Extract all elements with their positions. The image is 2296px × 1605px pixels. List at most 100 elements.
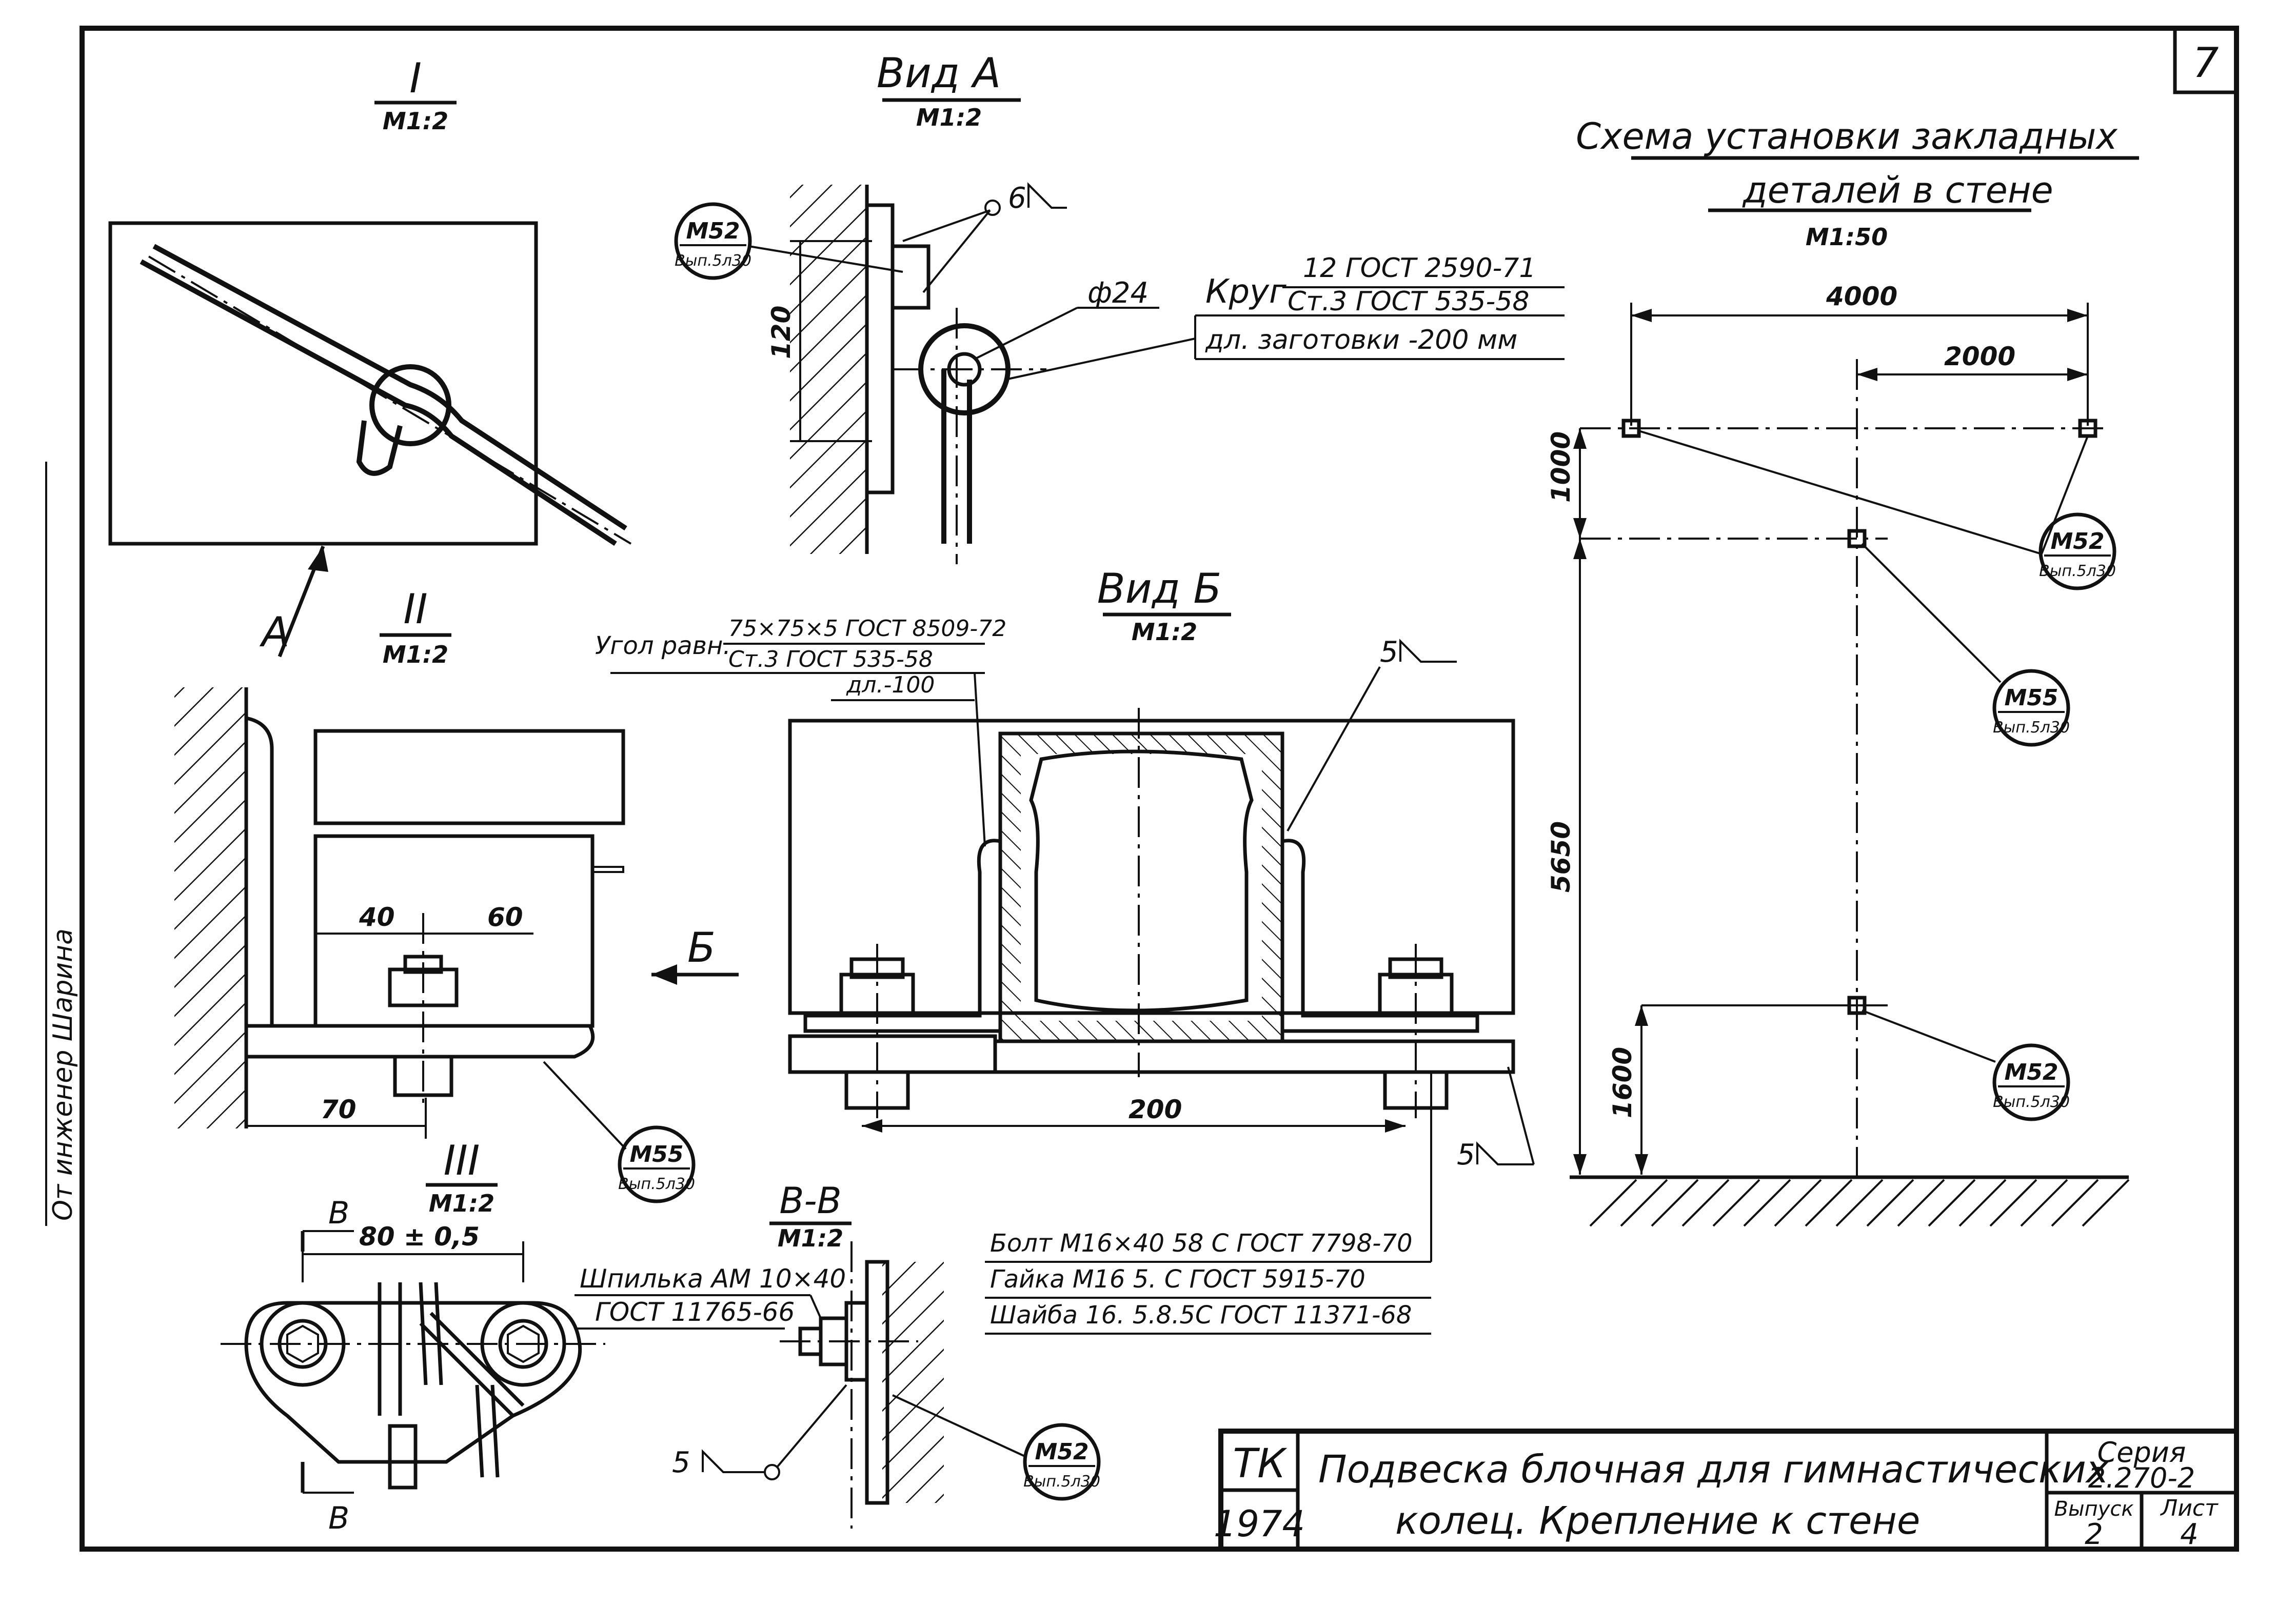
scheme-bubble-middle-ref: Вып.5л30 — [1993, 719, 2070, 737]
view-A-bubble-code: M52 — [686, 218, 740, 244]
scheme-bubble-top-ref: Вып.5л30 — [2039, 562, 2116, 580]
view-III-scale: M1:2 — [429, 1190, 494, 1217]
scheme-title-line2: деталей в стене — [1742, 169, 2053, 211]
view-II-bubble-ref: Вып.5л30 — [618, 1175, 695, 1193]
view-III: III M1:2 В В 80 ± 0,5 — [221, 1137, 605, 1536]
scheme-bubble-bottom-ref: Вып.5л30 — [1993, 1093, 2070, 1111]
scheme-bubble-bottom-code: M52 — [2004, 1059, 2058, 1085]
section-BB-weld: 5 — [672, 1446, 690, 1479]
scheme-dim-5650: 5650 — [1546, 821, 1576, 893]
view-A-blank-length: дл. заготовки -200 мм — [1205, 325, 1517, 355]
view-A-plate — [865, 203, 895, 494]
view-III-plate — [244, 1301, 582, 1464]
section-BB-stud-gost: ГОСТ 11765-66 — [595, 1297, 795, 1327]
section-BB-bubble-ref: Вып.5л30 — [1023, 1473, 1100, 1491]
view-B-angle-length: дл.-100 — [846, 672, 935, 698]
view-B-weld-top: 5 — [1380, 636, 1398, 669]
sheet-number: 7 — [2193, 39, 2219, 87]
view-II-dim-60: 60 — [487, 902, 523, 932]
scheme-point — [1621, 419, 1641, 438]
view-A-circle-spec-bottom: Ст.3 ГОСТ 535-58 — [1288, 286, 1529, 317]
sheet-number-box — [2173, 26, 2239, 94]
title-block: ТК 1974 Подвеска блочная для гимнастичес… — [1214, 1429, 2239, 1552]
view-II-wall-hatch — [174, 687, 246, 1128]
view-A-bubble — [674, 202, 752, 280]
view-II-title: II — [403, 585, 427, 633]
title-block-issue-value: 2 — [2085, 1518, 2103, 1551]
scheme-scale: M1:50 — [1806, 223, 1888, 251]
fastener-bolt: Болт М16×40 58 С ГОСТ 7798-70 — [990, 1229, 1413, 1258]
view-A-direction-label: A — [259, 608, 290, 656]
fastener-washer: Шайба 16. 5.8.5С ГОСТ 11371-68 — [990, 1301, 1412, 1330]
view-A: Вид А M1:2 120 M52 Вып.5л30 6 ф24 — [674, 49, 1565, 564]
sheet-frame: 7 От инженер Шарина — [45, 26, 2239, 1552]
view-I: I M1:2 A — [108, 54, 632, 658]
section-BB-stud-label: Шпилька АМ 10×40 — [580, 1264, 846, 1294]
view-A-wall-hatch — [790, 185, 867, 554]
section-BB-title: В-В — [779, 1180, 841, 1222]
scheme-bubble-middle-code: M55 — [2004, 685, 2058, 711]
view-III-title: III — [444, 1137, 480, 1184]
scheme-bubble-top-code: M52 — [2050, 528, 2104, 554]
view-A-title: Вид А — [877, 49, 1001, 97]
view-B-angle-label: Угол равн. — [595, 631, 731, 660]
section-BB-bubble-code: M52 — [1035, 1439, 1088, 1465]
title-block-series-value: 2.270-2 — [2088, 1462, 2195, 1494]
scheme-dim-4000: 4000 — [1826, 282, 1897, 311]
view-III-dim: 80 ± 0,5 — [359, 1222, 480, 1252]
scheme-bubble-middle — [1992, 669, 2070, 747]
view-II: II M1:2 40 60 70 Б M55 Вып.5л30 — [174, 585, 739, 1203]
title-block-title-line1: Подвеска блочная для гимнастических — [1318, 1448, 2109, 1492]
scheme-bubble-top — [2038, 512, 2116, 590]
view-A-scale: M1:2 — [916, 104, 982, 131]
view-II-bubble — [618, 1125, 696, 1203]
title-block-org: ТК — [1233, 1441, 1288, 1487]
scheme-point — [1847, 529, 1867, 548]
view-A-height-dim: 120 — [766, 306, 796, 359]
scheme-title-line1: Схема установки закладных — [1576, 115, 2117, 157]
view-II-scale: M1:2 — [383, 641, 448, 668]
view-B-channel — [1029, 749, 1254, 1013]
engineer-signature-note: От инженер Шарина — [48, 928, 78, 1221]
scheme-dim-1600: 1600 — [1608, 1047, 1637, 1118]
view-II-dim-40: 40 — [359, 902, 395, 932]
view-II-bubble-code: M55 — [629, 1141, 683, 1167]
section-BB-scale: M1:2 — [778, 1224, 843, 1252]
scheme-bubble-bottom — [1992, 1043, 2070, 1121]
title-block-issue-label: Выпуск — [2054, 1497, 2134, 1521]
title-block-year: 1974 — [1214, 1503, 1305, 1545]
section-BB: В-В M1:2 Шпилька АМ 10×40 ГОСТ 11765-66 … — [575, 1180, 1101, 1529]
scheme-point — [1847, 996, 1867, 1015]
view-B-angle-spec-bottom: Ст.3 ГОСТ 535-58 — [728, 646, 933, 672]
view-II-angle — [246, 1024, 595, 1059]
view-A-diameter: ф24 — [1087, 276, 1149, 310]
title-block-sheet-value: 4 — [2180, 1518, 2199, 1551]
view-B-scale: M1:2 — [1132, 618, 1197, 646]
view-I-title: I — [409, 54, 422, 102]
view-III-cut-top: В — [328, 1195, 349, 1231]
view-I-eye — [369, 364, 451, 446]
view-II-dim-70: 70 — [321, 1095, 357, 1124]
view-I-rod — [140, 259, 617, 546]
view-B-dim-200: 200 — [1129, 1095, 1182, 1124]
scheme-dim-2000: 2000 — [1944, 342, 2015, 371]
view-A-weld-size: 6 — [1008, 182, 1026, 215]
view-A-circle-label: Круг — [1205, 273, 1286, 311]
view-A-bubble-ref: Вып.5л30 — [675, 252, 751, 270]
view-B-title: Вид Б — [1097, 565, 1222, 612]
view-B-direction-label: Б — [687, 924, 716, 972]
view-I-scale: M1:2 — [383, 107, 448, 135]
fastener-nut: Гайка М16 5. С ГОСТ 5915-70 — [990, 1265, 1365, 1294]
view-A-circle-spec-top: 12 ГОСТ 2590-71 — [1303, 253, 1536, 284]
title-block-series-label: Серия — [2097, 1436, 2186, 1469]
view-I-frame — [108, 221, 538, 546]
view-B-weld-bottom: 5 — [1457, 1138, 1475, 1172]
view-III-cut-bottom: В — [328, 1500, 349, 1536]
installation-scheme: Схема установки закладных деталей в стен… — [1546, 115, 2139, 1227]
scheme-dim-1000: 1000 — [1546, 431, 1576, 503]
view-B-angle-spec-top: 75×75×5 ГОСТ 8509-72 — [728, 616, 1006, 642]
view-B: Вид Б M1:2 Угол равн. 75×75×5 ГОСТ 8509-… — [595, 565, 1535, 1335]
title-block-title-line2: колец. Крепление к стене — [1395, 1499, 1920, 1543]
title-block-sheet-label: Лист — [2160, 1495, 2219, 1521]
